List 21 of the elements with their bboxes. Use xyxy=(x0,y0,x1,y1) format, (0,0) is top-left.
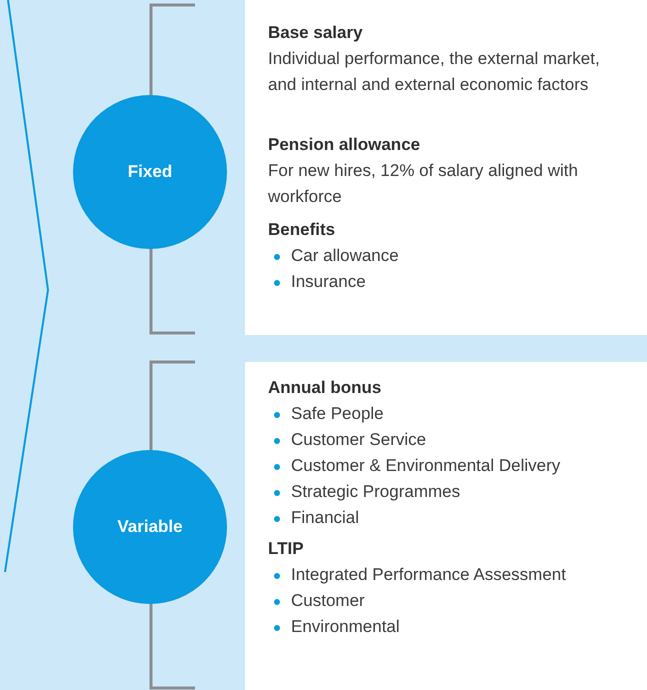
description-text: For new hires, 12% of salary aligned with workforce xyxy=(268,160,579,208)
bullet-item: Safe People xyxy=(268,401,603,427)
bullet-item: Customer Service xyxy=(268,427,603,453)
bullet-item: Integrated Performance Assessment xyxy=(268,562,603,588)
bullet-item: Strategic Programmes xyxy=(268,479,603,505)
bullet-item: Customer & Environmental Delivery xyxy=(268,453,603,479)
section-heading: Benefits xyxy=(268,219,336,241)
bullet-item: Customer xyxy=(268,588,603,614)
section-heading: Annual bonus xyxy=(268,377,382,399)
bullet-item: Financial xyxy=(268,505,603,531)
description-text: Individual performance, the external market, and internal and external economic factors xyxy=(268,48,601,96)
bullet-item: Insurance xyxy=(268,269,603,295)
section-heading: Base salary xyxy=(268,22,364,44)
circle-label: Fixed xyxy=(128,162,172,182)
bullet-item: Car allowance xyxy=(268,243,603,269)
panel-background xyxy=(245,362,647,690)
bullet-item: Environmental xyxy=(268,614,603,640)
panel-background xyxy=(245,0,647,335)
section-heading: LTIP xyxy=(268,538,305,560)
section-heading: Pension allowance xyxy=(268,134,422,156)
circle-label: Variable xyxy=(117,517,183,537)
